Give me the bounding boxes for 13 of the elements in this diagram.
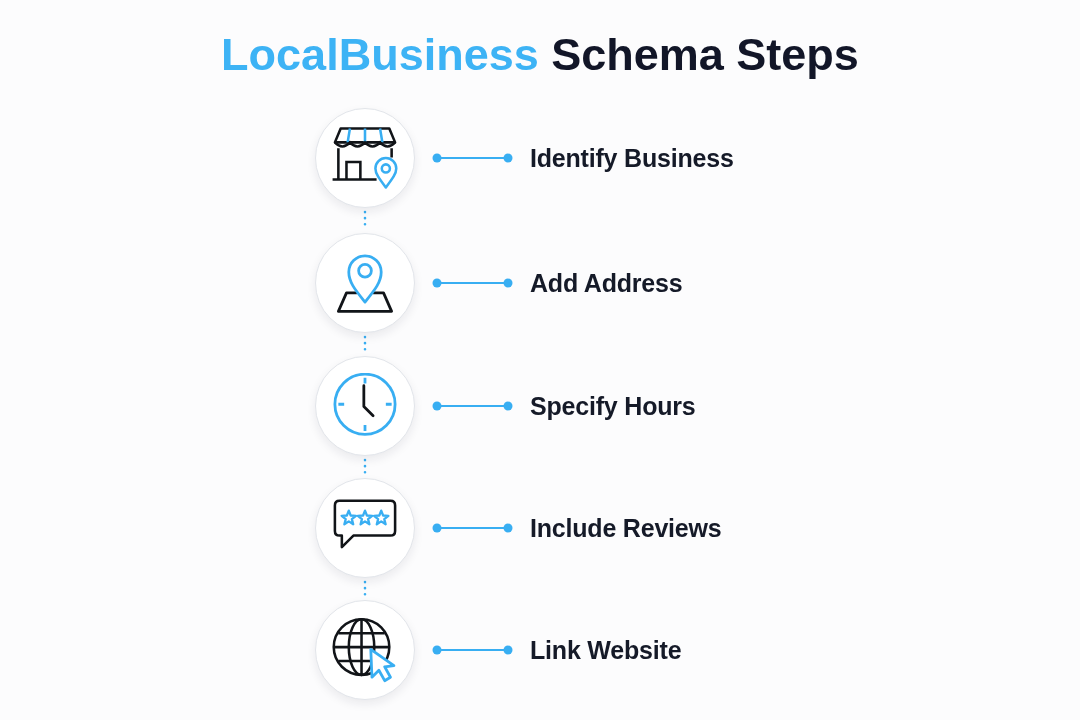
step-label: Add Address xyxy=(530,268,683,298)
connector-line xyxy=(432,153,513,163)
connector-line xyxy=(432,645,513,655)
dotted-connector xyxy=(363,580,367,598)
connector-line xyxy=(432,278,513,288)
connector-line xyxy=(432,523,513,533)
step-label: Include Reviews xyxy=(530,513,722,543)
step-label: Link Website xyxy=(530,635,682,665)
step-label: Specify Hours xyxy=(530,391,696,421)
title: LocalBusiness Schema Steps xyxy=(220,28,860,82)
dotted-connector xyxy=(363,458,367,476)
connector-line xyxy=(432,401,513,411)
step-label: Identify Business xyxy=(530,143,734,173)
